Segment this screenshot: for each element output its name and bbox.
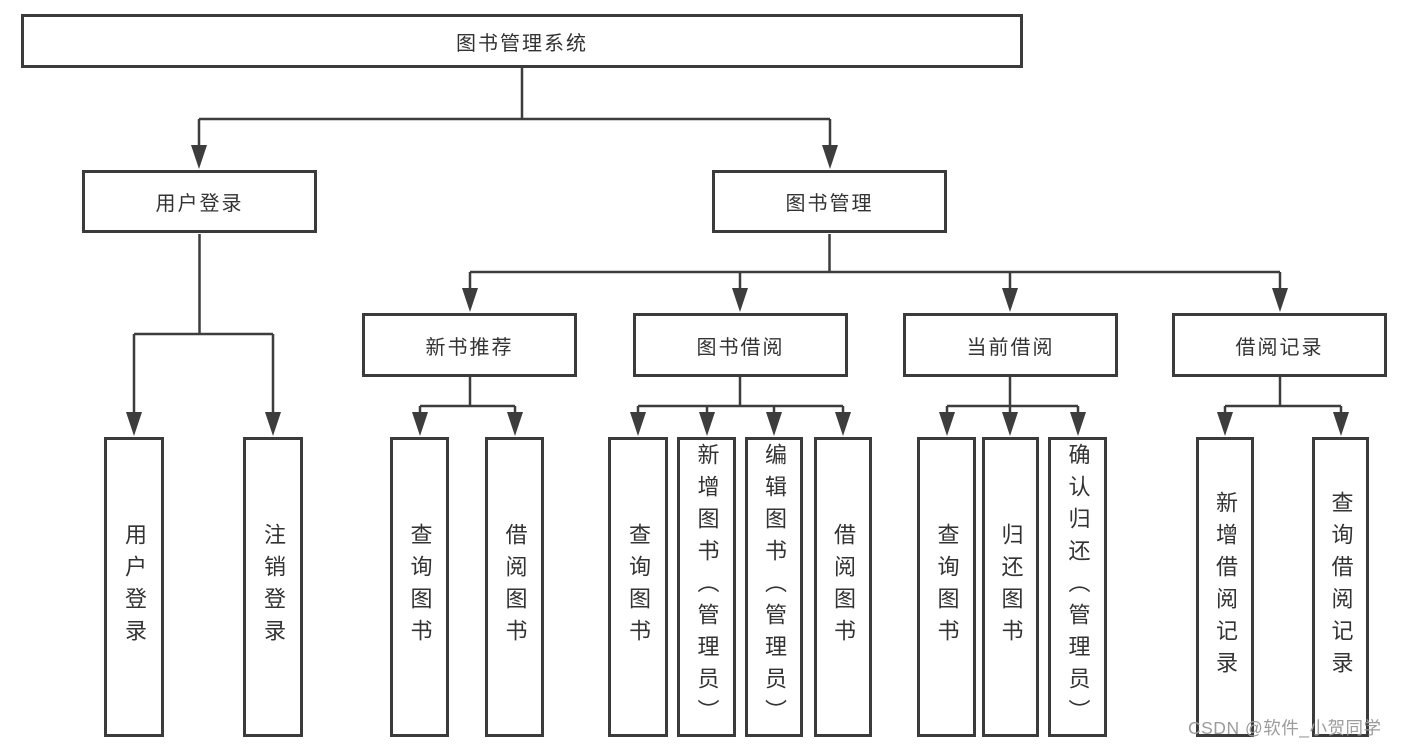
node-label: 查询图书 (626, 523, 651, 651)
node-label: 当前借阅 (966, 336, 1055, 359)
leaf-return-book: 归还图书 (982, 437, 1039, 737)
arrowheads (126, 145, 1349, 436)
node-label: 用户登录 (122, 523, 147, 651)
node-label: 查询图书 (407, 523, 433, 651)
node-book-borrowing: 图书借阅 (633, 313, 848, 377)
node-label: 新书推荐 (425, 336, 514, 359)
csdn-watermark: CSDN @软件_小贺同学 (1188, 718, 1382, 738)
leaf-query-book-1: 查询图书 (390, 437, 449, 737)
node-root: 图书管理系统 (21, 14, 1023, 68)
node-label: 编辑图书（管理员） (762, 443, 787, 731)
node-label: 借阅记录 (1235, 336, 1324, 359)
leaf-logout: 注销登录 (243, 437, 303, 737)
node-label: 查询图书 (934, 523, 960, 651)
node-label: 归还图书 (998, 523, 1024, 651)
leaf-borrow-book-2: 借阅图书 (814, 437, 872, 737)
node-label: 注销登录 (261, 523, 286, 651)
node-label: 查询借阅记录 (1328, 491, 1354, 683)
leaf-add-book-admin: 新增图书（管理员） (677, 437, 736, 737)
node-label: 图书借阅 (696, 336, 785, 359)
node-label: 新增图书（管理员） (694, 443, 720, 731)
node-label: 用户登录 (155, 193, 244, 215)
leaf-query-book-3: 查询图书 (917, 437, 976, 737)
node-new-book-recommendation: 新书推荐 (362, 313, 577, 377)
node-label: 借阅图书 (831, 523, 856, 651)
node-label: 图书管理 (785, 193, 874, 215)
node-borrowing-records: 借阅记录 (1172, 313, 1387, 377)
node-label: 借阅图书 (502, 523, 528, 651)
leaf-query-book-2: 查询图书 (608, 437, 668, 737)
node-label: 新增借阅记录 (1213, 491, 1238, 683)
leaf-add-borrow-record: 新增借阅记录 (1196, 437, 1254, 737)
leaf-query-borrow-record: 查询借阅记录 (1312, 437, 1369, 737)
node-book-management: 图书管理 (712, 170, 947, 233)
leaf-user-login: 用户登录 (104, 437, 164, 737)
node-user-login: 用户登录 (82, 170, 317, 233)
node-label: 确认归还（管理员） (1065, 443, 1091, 731)
leaf-borrow-book-1: 借阅图书 (485, 437, 544, 737)
node-label: 图书管理系统 (456, 32, 588, 55)
node-current-borrowing: 当前借阅 (903, 313, 1118, 377)
leaf-confirm-return-admin: 确认归还（管理员） (1048, 437, 1107, 737)
leaf-edit-book-admin: 编辑图书（管理员） (745, 437, 803, 737)
